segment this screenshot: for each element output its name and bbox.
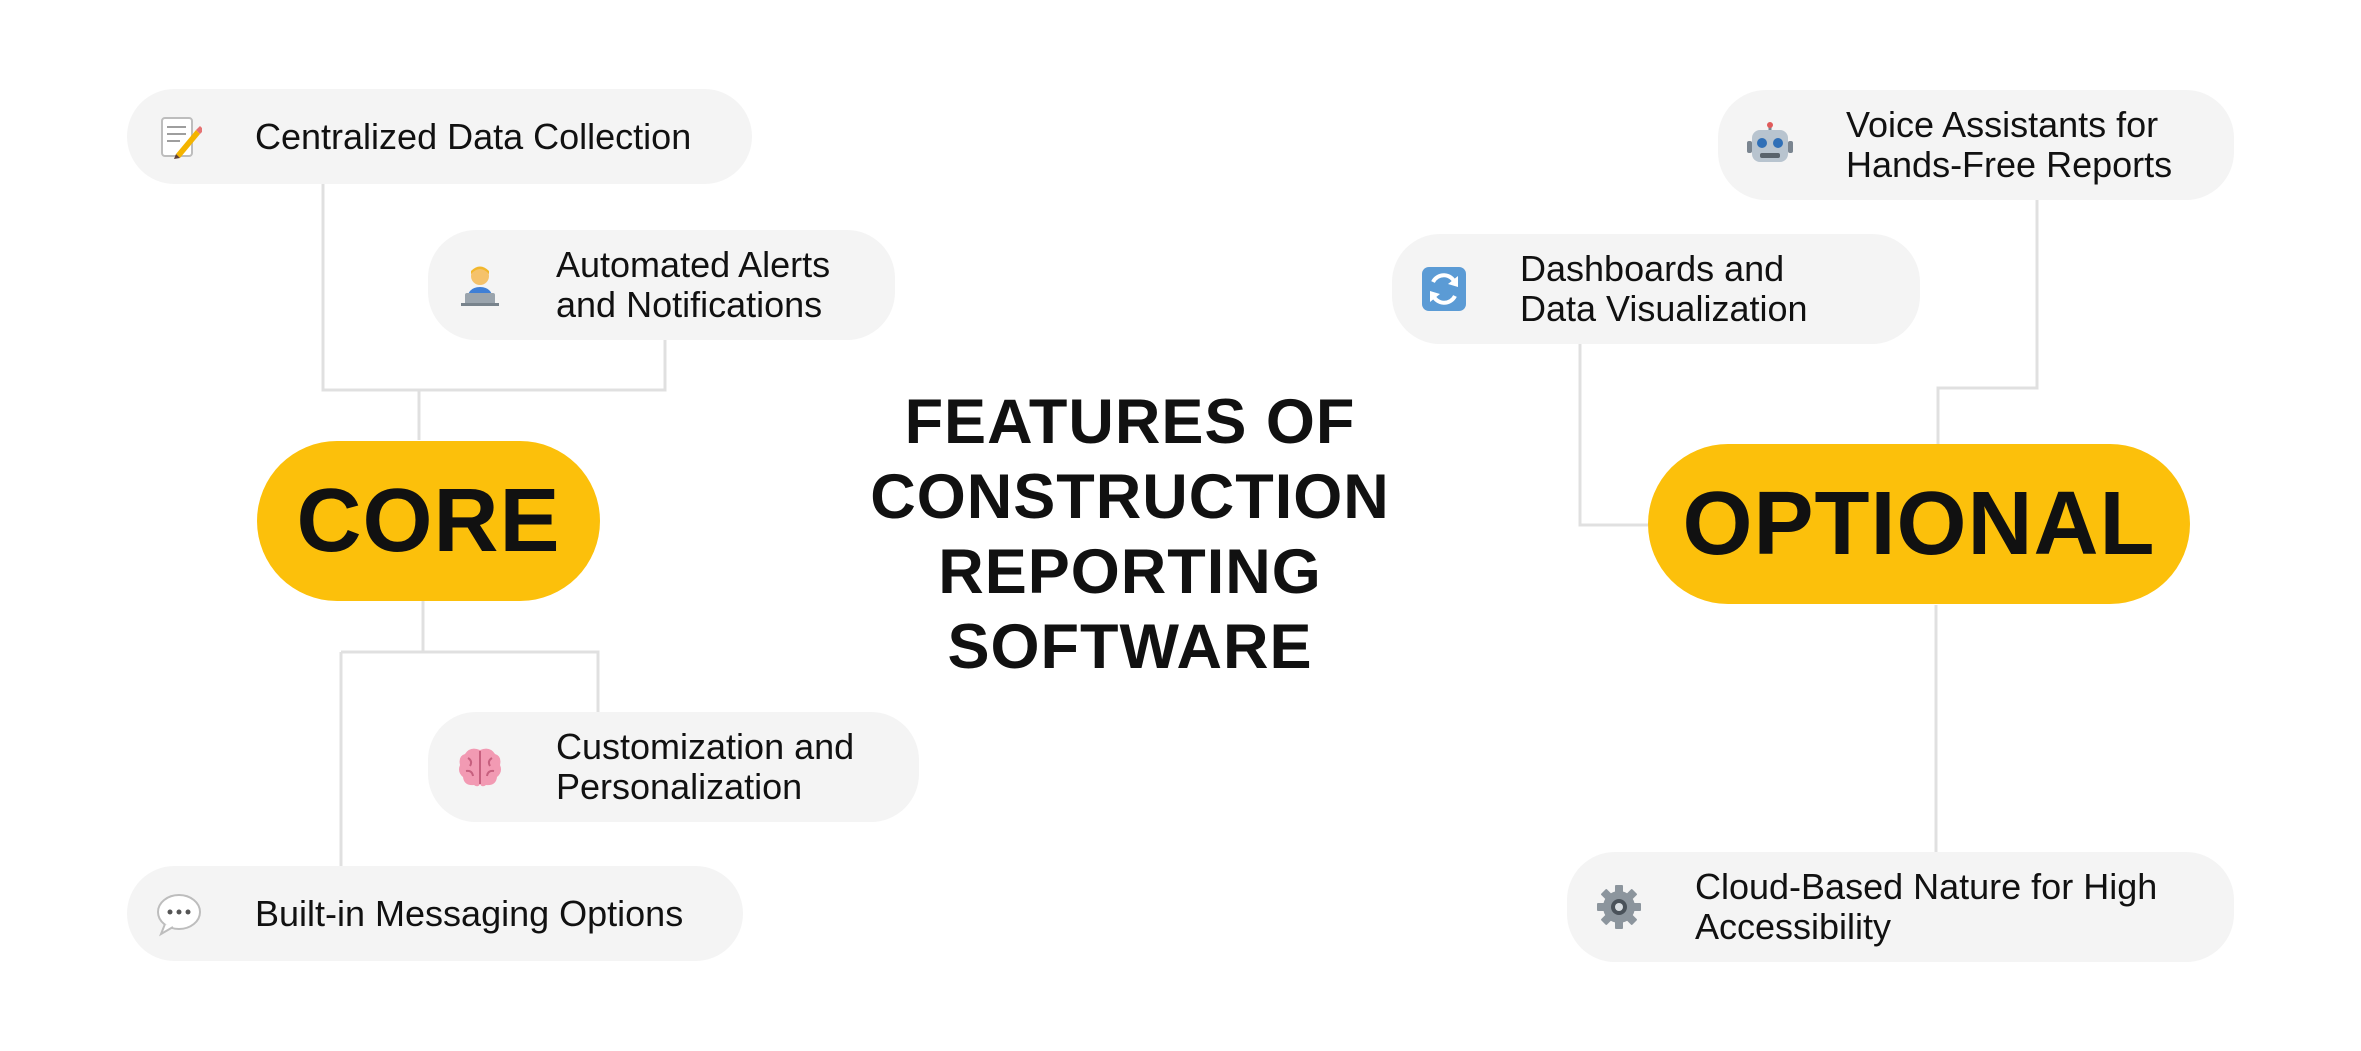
core-item-customization: Customization and Personalization — [428, 712, 919, 822]
speech-bubble-icon — [155, 890, 203, 938]
robot-icon — [1746, 121, 1794, 169]
connector-optional-top — [1936, 200, 2039, 444]
gear-icon — [1595, 883, 1643, 931]
connector-optional-left — [1578, 344, 1648, 527]
optional-item-label: Dashboards and Data Visualization — [1520, 248, 1808, 329]
core-item-label: Centralized Data Collection — [255, 115, 692, 157]
core-item-label: Automated Alerts and Notifications — [556, 244, 831, 325]
core-item-centralized-data-collection: Centralized Data Collection — [127, 89, 752, 184]
optional-hub-label: OPTIONAL — [1682, 473, 2156, 574]
core-item-label: Built-in Messaging Options — [255, 892, 684, 934]
brain-icon — [456, 743, 504, 791]
technologist-icon — [456, 261, 504, 309]
core-hub-label: CORE — [296, 470, 561, 571]
optional-item-label: Voice Assistants for Hands-Free Reports — [1846, 104, 2173, 185]
core-hub: CORE — [257, 441, 600, 601]
optional-item-label: Cloud-Based Nature for High Accessibilit… — [1695, 866, 2158, 947]
core-item-built-in-messaging: Built-in Messaging Options — [127, 866, 743, 961]
core-item-label: Customization and Personalization — [556, 726, 855, 807]
diagram-title: FEATURES OF CONSTRUCTION REPORTING SOFTW… — [870, 387, 1390, 682]
connector-core-top — [321, 184, 667, 440]
connector-core-bottom — [339, 600, 600, 866]
core-item-automated-alerts: Automated Alerts and Notifications — [428, 230, 895, 340]
memo-icon — [155, 113, 203, 161]
optional-item-cloud-based: Cloud-Based Nature for High Accessibilit… — [1567, 852, 2234, 962]
optional-hub: OPTIONAL — [1648, 444, 2190, 604]
optional-item-dashboards: Dashboards and Data Visualization — [1392, 234, 1920, 344]
refresh-arrows-icon — [1420, 265, 1468, 313]
optional-item-voice-assistants: Voice Assistants for Hands-Free Reports — [1718, 90, 2234, 200]
